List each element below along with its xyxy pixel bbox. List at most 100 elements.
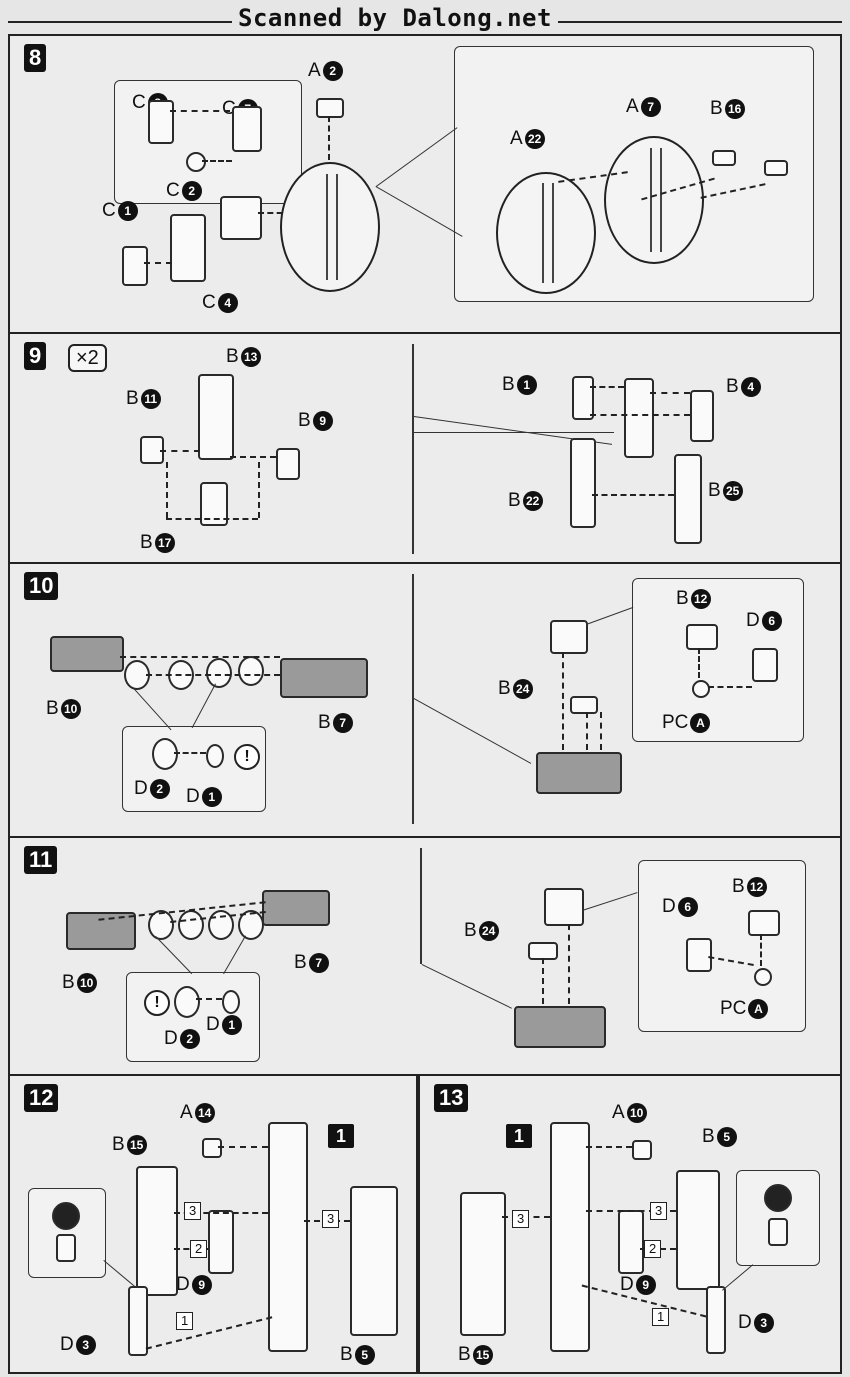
- assembly-arrow: [562, 652, 564, 750]
- panel-divider: [412, 574, 414, 824]
- part-d3: [128, 1286, 148, 1356]
- step-number: 13: [434, 1084, 469, 1112]
- polycap-icon: [764, 1184, 792, 1212]
- sequence-step-1: 1: [176, 1312, 194, 1330]
- wheel-roller: [178, 910, 204, 940]
- step-number: 8: [24, 44, 47, 72]
- sequence-step-3: 3: [512, 1210, 530, 1228]
- part-b24: [570, 696, 598, 714]
- part-b15: [136, 1166, 178, 1296]
- step-number: 12: [24, 1084, 59, 1112]
- quantity-badge: ×2: [68, 344, 107, 372]
- knee-block: [550, 620, 588, 654]
- part-b13: [198, 374, 234, 460]
- part-b7: [262, 890, 330, 926]
- part-c8: [148, 100, 174, 144]
- panel-divider: [412, 344, 414, 554]
- warning-icon: !: [234, 744, 260, 770]
- sequence-step-3: 3: [650, 1202, 668, 1220]
- part-a22-disc: [496, 172, 596, 294]
- assembly-arrow: [542, 958, 544, 1004]
- part-b15: [460, 1192, 506, 1336]
- assembly-arrow: [230, 456, 276, 458]
- part-d9: [618, 1210, 644, 1274]
- inset-leader-line: [413, 698, 532, 764]
- wheel-roller: [124, 660, 150, 690]
- assembly-arrow: [590, 414, 690, 416]
- inset-leader-line: [421, 964, 512, 1009]
- step-8-panel: 8 C8 C7 C2 C1 C4 A2 A22 A7 B16: [8, 34, 842, 334]
- sequence-step-1: 1: [652, 1308, 670, 1326]
- polycap-joint-part: [768, 1218, 788, 1246]
- part-d2: [152, 738, 178, 770]
- assembly-arrow: [170, 110, 230, 112]
- part-b16: [712, 150, 736, 166]
- part-c4: [170, 214, 206, 282]
- assembly-arrow: [144, 262, 172, 264]
- sequence-step-3: 3: [322, 1210, 340, 1228]
- part-c2: [186, 152, 206, 172]
- step-number: 9: [24, 342, 47, 370]
- inset-leader-line: [375, 186, 463, 237]
- part-b12: [748, 910, 780, 936]
- part-b1: [572, 376, 594, 420]
- step-number: 11: [24, 846, 58, 874]
- assembly-arrow: [196, 998, 222, 1000]
- part-pca: [754, 968, 772, 986]
- assembly-arrow: [258, 462, 260, 518]
- wheel-roller: [148, 910, 174, 940]
- part-pca: [692, 680, 710, 698]
- step-number: 10: [24, 572, 59, 600]
- detail-inset: [638, 860, 806, 1032]
- part-d2: [174, 986, 200, 1018]
- detail-inset: [632, 578, 804, 742]
- part-a7-disc: [280, 162, 380, 292]
- leg-frame: [550, 1122, 590, 1352]
- inset-leader-line: [376, 127, 458, 187]
- inset-leader-line: [586, 606, 634, 625]
- polycap-icon: [52, 1202, 80, 1230]
- part-b10: [50, 636, 124, 672]
- part-a14: [202, 1138, 222, 1158]
- part-b5: [676, 1170, 720, 1290]
- part-c1: [122, 246, 148, 286]
- scan-watermark: Scanned by Dalong.net: [232, 4, 558, 32]
- assembly-arrow: [202, 160, 232, 162]
- warning-icon: !: [144, 990, 170, 1016]
- part-b9: [276, 448, 300, 480]
- subassembly-ref: 1: [328, 1124, 354, 1148]
- thigh-core: [624, 378, 654, 458]
- subassembly-ref: 1: [506, 1124, 532, 1148]
- assembly-arrow: [120, 656, 280, 658]
- wheel-roller: [206, 658, 232, 688]
